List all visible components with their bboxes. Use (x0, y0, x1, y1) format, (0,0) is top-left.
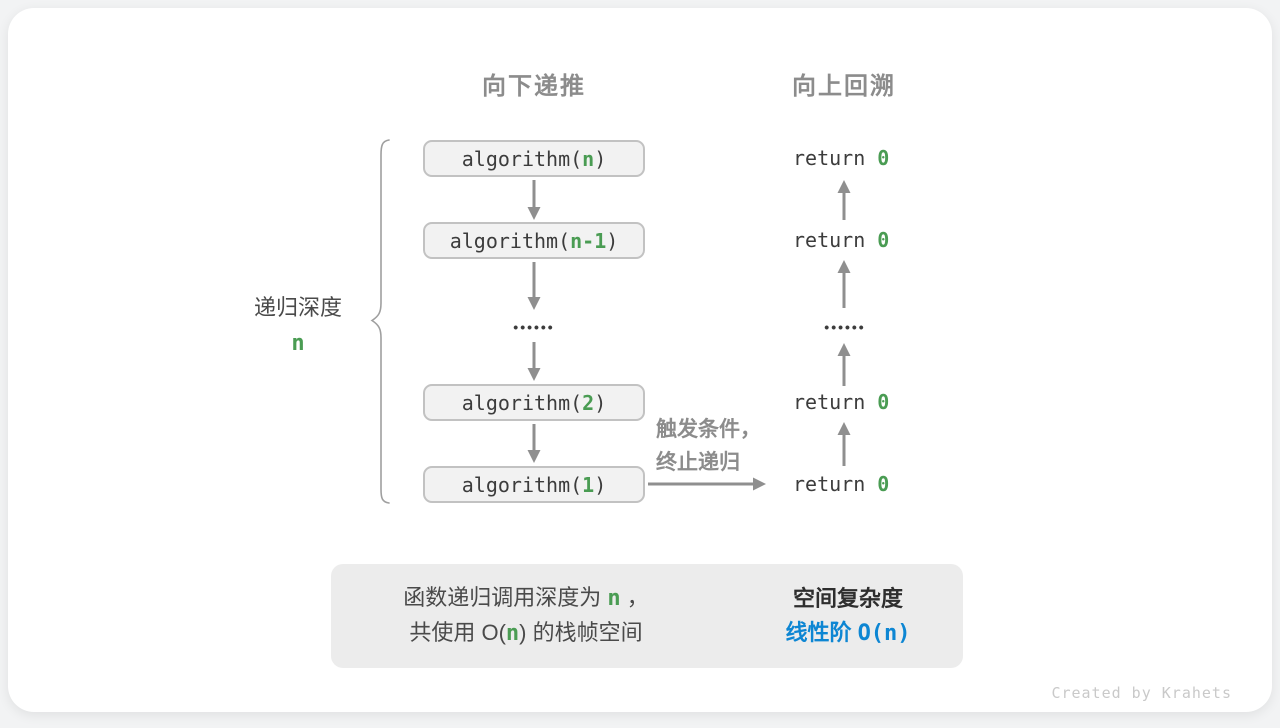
summary-line1: 函数递归调用深度为 n ， (403, 585, 649, 612)
base-case-note-line2: 终止递归 (656, 451, 740, 474)
arrow-down-4-head (527, 450, 541, 463)
return-2-value: 0 (877, 228, 890, 252)
call-box-n-1-arg: n-1 (570, 228, 607, 253)
return-statement-1: return 0 (793, 145, 889, 171)
return-4-keyword: return (793, 472, 878, 496)
arrow-down-3-head (527, 368, 541, 381)
call-box-n-arg: n (582, 146, 595, 171)
summary-conclusion: 空间复杂度 线性阶 O(n) (753, 564, 943, 668)
header-upward-backtracking: 向上回溯 (792, 73, 896, 100)
return-statement-2: return 0 (793, 227, 889, 253)
arrow-up-3-head (837, 343, 851, 356)
call-box-1-pre: algorithm( (461, 472, 583, 497)
header-downward-recursion: 向下递推 (482, 73, 586, 100)
summary-line1-post: ， (620, 585, 649, 610)
return-1-keyword: return (793, 146, 878, 170)
call-box-2-pre: algorithm( (461, 390, 583, 415)
summary-panel: 函数递归调用深度为 n ， 共使用 O(n) 的栈帧空间 空间复杂度 线性阶 O… (331, 564, 963, 668)
return-2-keyword: return (793, 228, 878, 252)
arrow-down-2-head (527, 297, 541, 310)
return-4-value: 0 (877, 472, 890, 496)
call-box-n-pre: algorithm( (461, 146, 583, 171)
summary-line1-pre: 函数递归调用深度为 (403, 585, 608, 610)
return-statement-3: return 0 (793, 389, 889, 415)
recursion-depth-label: 递归深度 n (254, 290, 342, 356)
diagram-canvas: 向下递推 向上回溯 (8, 8, 1272, 712)
call-box-n-1-post: ) (606, 228, 619, 253)
call-box-1: algorithm(1) (423, 466, 645, 503)
call-box-1-arg: 1 (582, 472, 595, 497)
summary-line1-var: n (607, 586, 621, 611)
arrow-up-1-head (837, 180, 851, 193)
space-complexity-title: 空间复杂度 (792, 585, 903, 611)
complexity-big-o: O(n) (857, 620, 911, 646)
depth-label-text: 递归深度 (253, 295, 343, 320)
returns-ellipsis: •••••• (824, 319, 866, 335)
return-3-value: 0 (877, 390, 890, 414)
call-box-n: algorithm(n) (423, 140, 645, 177)
base-case-note-line1: 触发条件， (656, 418, 761, 441)
depth-brace (370, 139, 390, 504)
space-complexity-result: 线性阶 O(n) (785, 620, 910, 647)
summary-line2-pre: 共使用 O( (409, 620, 506, 645)
call-box-2: algorithm(2) (423, 384, 645, 421)
base-case-note: 触发条件， 终止递归 (656, 413, 761, 479)
base-case-arrow (648, 477, 766, 491)
arrow-down-1-head (527, 207, 541, 220)
summary-explanation: 函数递归调用深度为 n ， 共使用 O(n) 的栈帧空间 (361, 564, 691, 668)
call-box-n-1-pre: algorithm( (449, 228, 571, 253)
depth-label-value: n (291, 331, 305, 356)
call-box-n-post: ) (594, 146, 607, 171)
watermark-credit: Created by Krahets (1051, 684, 1232, 702)
arrow-up-2-head (837, 260, 851, 273)
summary-line2-post: ) 的栈帧空间 (519, 620, 643, 645)
summary-line2-var: n (505, 621, 520, 646)
call-box-2-post: ) (594, 390, 607, 415)
summary-line2: 共使用 O(n) 的栈帧空间 (409, 620, 642, 647)
arrow-up-4-head (837, 422, 851, 435)
return-3-keyword: return (793, 390, 878, 414)
arrow-right-head (753, 477, 766, 491)
complexity-order-label: 线性阶 (785, 619, 858, 645)
call-box-2-arg: 2 (582, 390, 595, 415)
call-box-1-post: ) (594, 472, 607, 497)
call-stack-ellipsis: •••••• (513, 319, 555, 335)
call-box-n-1: algorithm(n-1) (423, 222, 645, 259)
return-1-value: 0 (877, 146, 890, 170)
return-statement-4: return 0 (793, 471, 889, 497)
